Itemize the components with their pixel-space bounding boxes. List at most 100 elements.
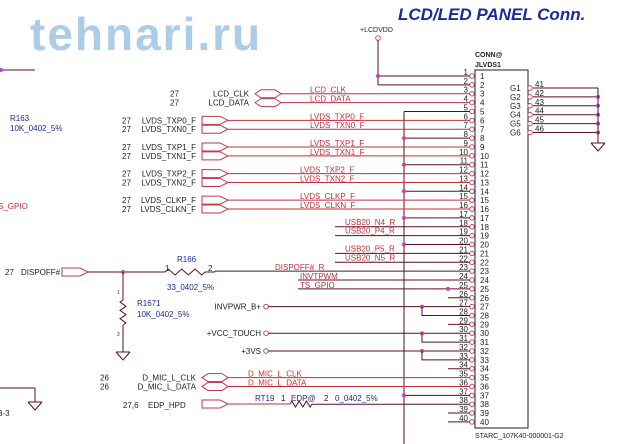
pin-number-inner: 18 bbox=[480, 223, 489, 232]
connector-pin[interactable] bbox=[469, 268, 475, 274]
connector-pin[interactable] bbox=[469, 357, 475, 363]
pin-number-inner: 12 bbox=[480, 170, 489, 179]
connector-pin[interactable] bbox=[469, 224, 475, 230]
connector-pin[interactable] bbox=[469, 117, 475, 124]
connector-pin[interactable] bbox=[469, 374, 475, 381]
connector-pin[interactable] bbox=[469, 73, 475, 79]
pin-number-inner: 34 bbox=[480, 365, 489, 374]
signal-label: D_MIC_L_CLK bbox=[142, 374, 196, 383]
pin-number-outer: 5 bbox=[464, 103, 469, 112]
input-port-icon bbox=[201, 151, 230, 161]
connector-pin[interactable] bbox=[469, 161, 475, 168]
connector-pin[interactable] bbox=[469, 135, 475, 141]
pin-number-outer: 16 bbox=[459, 201, 468, 210]
pin-number-inner: 7 bbox=[480, 125, 485, 134]
lcdvdd-power-label: +LCDVDD bbox=[360, 27, 393, 34]
signal-ref: 27 bbox=[122, 196, 131, 205]
signal-ref: 27 bbox=[122, 178, 131, 187]
connector-pin[interactable] bbox=[469, 321, 475, 328]
connector-pin[interactable] bbox=[469, 108, 475, 115]
bidir-port-icon bbox=[201, 381, 229, 391]
connector-pin[interactable] bbox=[469, 241, 475, 248]
power-port[interactable] bbox=[263, 330, 269, 336]
ground-pin-label: G3 bbox=[510, 102, 521, 111]
input-port-icon bbox=[201, 115, 230, 125]
ground-pin[interactable] bbox=[527, 94, 533, 100]
junction-dot bbox=[402, 242, 406, 247]
pin-number-outer: 1 bbox=[464, 68, 469, 77]
r166-value: 33_0402_5% bbox=[167, 283, 214, 292]
ground-pin[interactable] bbox=[527, 111, 533, 118]
connector-pin[interactable] bbox=[469, 303, 475, 310]
connector-pin[interactable] bbox=[469, 170, 475, 177]
r163-value: 10K_0402_5% bbox=[10, 124, 63, 133]
connector-pin[interactable] bbox=[469, 206, 475, 212]
connector-pin[interactable] bbox=[469, 383, 475, 390]
dispoff-ref: 27 bbox=[5, 268, 14, 277]
connector-pin[interactable] bbox=[469, 392, 475, 399]
pin-number-outer: 7 bbox=[464, 121, 469, 130]
ground-pin[interactable] bbox=[527, 120, 533, 127]
connector-pin[interactable] bbox=[469, 215, 475, 221]
connector-pin[interactable] bbox=[469, 286, 475, 292]
watermark: tehnari.ru bbox=[30, 8, 262, 60]
signal-label: D_MIC_L_DATA bbox=[138, 382, 197, 391]
pin-number-outer: 4 bbox=[464, 95, 469, 104]
pin-number-outer: 33 bbox=[459, 352, 468, 361]
lcdvdd-power-port[interactable] bbox=[375, 35, 381, 41]
ground-pin[interactable] bbox=[527, 129, 533, 136]
connector-pin[interactable] bbox=[469, 250, 475, 257]
connector-pin[interactable] bbox=[469, 197, 475, 203]
connector-pin[interactable] bbox=[469, 82, 475, 88]
signal-ref: 27 bbox=[122, 152, 131, 161]
power-port[interactable] bbox=[263, 348, 269, 354]
connector-pin[interactable] bbox=[469, 365, 475, 372]
connector-pin[interactable] bbox=[469, 277, 475, 283]
connector-pin[interactable] bbox=[469, 144, 475, 150]
partial-wire bbox=[0, 387, 36, 402]
pin-number-outer: 15 bbox=[459, 192, 468, 201]
connector-pin[interactable] bbox=[469, 348, 475, 354]
connector-pin[interactable] bbox=[469, 126, 475, 132]
connector-pin[interactable] bbox=[469, 179, 475, 186]
signal-label: LVDS_TXP2_F bbox=[142, 170, 196, 179]
connector-pin[interactable] bbox=[469, 188, 475, 195]
connector-pin[interactable] bbox=[469, 295, 475, 301]
pin-number-inner: 33 bbox=[480, 356, 489, 365]
connector-pin[interactable] bbox=[469, 339, 475, 345]
pin-number-inner: 8 bbox=[480, 134, 485, 143]
pin-number-outer: 6 bbox=[464, 112, 469, 121]
ground-pin[interactable] bbox=[527, 85, 533, 91]
pin-number-inner: 36 bbox=[480, 382, 489, 391]
connector-pin[interactable] bbox=[469, 90, 475, 97]
gpio-partial-label: S_GPIO bbox=[0, 202, 28, 211]
connector-pin[interactable] bbox=[469, 401, 475, 407]
signal-ref: 26 bbox=[100, 382, 109, 391]
connector-pin[interactable] bbox=[469, 312, 475, 319]
pin-number-inner: 4 bbox=[480, 99, 485, 108]
pin-number-outer: 9 bbox=[464, 139, 469, 148]
connector-pin[interactable] bbox=[469, 259, 475, 266]
input-port-icon bbox=[201, 124, 230, 134]
rt19-pin2: 2 bbox=[324, 394, 329, 403]
connector-pin[interactable] bbox=[469, 153, 475, 159]
pin-number-inner: 6 bbox=[480, 116, 485, 125]
connector-pin[interactable] bbox=[469, 419, 475, 425]
pin-number-inner: 9 bbox=[480, 143, 485, 152]
ground-pin[interactable] bbox=[527, 103, 533, 109]
signal-ref: 27 bbox=[122, 170, 131, 179]
pin-number-inner: 23 bbox=[480, 267, 489, 276]
power-port[interactable] bbox=[263, 303, 269, 310]
connector-pin[interactable] bbox=[469, 330, 475, 336]
pin-number-inner: 17 bbox=[480, 214, 489, 223]
dispoff-label: DISPOFF# bbox=[21, 268, 61, 277]
net-label: D_MIC_L_CLK bbox=[248, 370, 302, 379]
connector-pin[interactable] bbox=[469, 232, 475, 239]
pin-number-outer: 40 bbox=[459, 414, 468, 423]
input-port-icon bbox=[201, 399, 230, 409]
signal-ref: 27 bbox=[122, 143, 131, 152]
net-label: LVDS_TXP0_F bbox=[310, 112, 364, 121]
connector-pin[interactable] bbox=[469, 99, 475, 106]
connector-pin[interactable] bbox=[469, 410, 475, 416]
